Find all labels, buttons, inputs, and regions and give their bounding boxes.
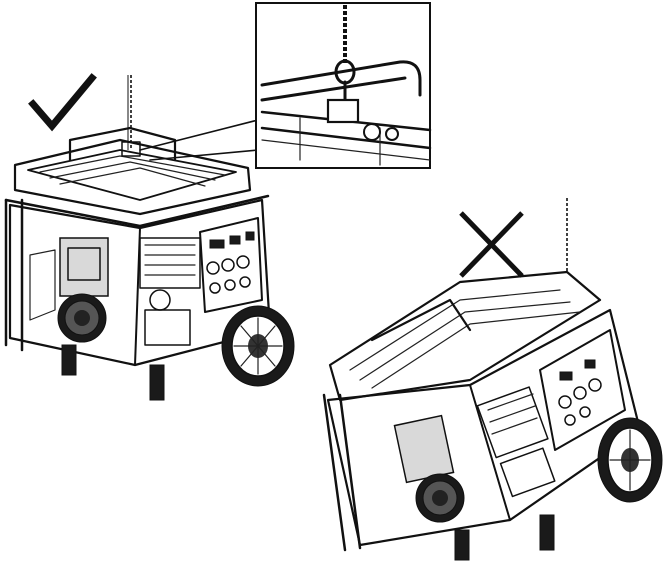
cross-icon <box>459 211 524 278</box>
wheel-tilted <box>597 417 663 503</box>
outlet-row <box>206 231 255 294</box>
generator-tilted-lift <box>322 198 663 561</box>
generator-level-lift <box>4 75 295 401</box>
checkmark-icon <box>28 73 97 132</box>
wheel <box>221 305 295 387</box>
detail-callout-lift-point <box>139 2 432 169</box>
